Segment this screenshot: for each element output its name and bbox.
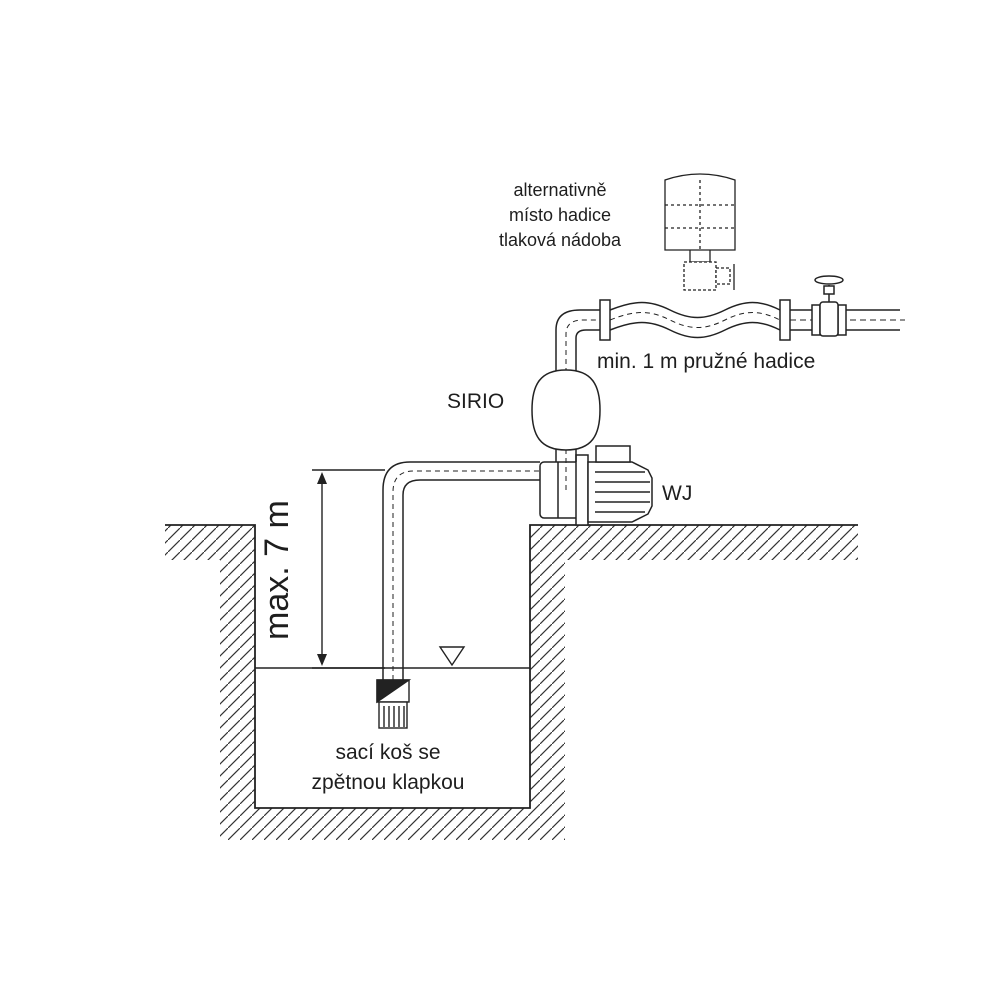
sirio-label: SIRIO <box>447 390 505 413</box>
alternative-note: alternativně místo hadice tlaková nádoba <box>455 178 665 253</box>
basket-line-1: sací koš se <box>335 741 441 764</box>
pressure-vessel <box>664 173 736 291</box>
sirio-controller <box>531 369 601 451</box>
flexible-hose <box>599 299 791 341</box>
pump-wj <box>539 445 653 526</box>
max-depth-label: max. 7 m <box>258 500 296 640</box>
wj-label: WJ <box>662 482 693 505</box>
riser-pipe <box>555 309 600 490</box>
basket-line-2: zpětnou klapkou <box>311 771 465 794</box>
gate-valve <box>811 275 847 337</box>
flexible-hose-label: min. 1 m pružné hadice <box>597 350 816 373</box>
alternative-line-3: tlaková nádoba <box>498 230 622 250</box>
depth-dimension <box>312 469 385 669</box>
alternative-line-1: alternativně <box>513 180 607 200</box>
alternative-line-2: místo hadice <box>508 205 612 225</box>
water-level-marker <box>438 646 466 667</box>
suction-basket-label: sací koš se zpětnou klapkou <box>288 738 488 798</box>
suction-pipe <box>382 461 540 680</box>
outlet-pipe <box>790 309 905 331</box>
suction-basket <box>376 679 412 729</box>
